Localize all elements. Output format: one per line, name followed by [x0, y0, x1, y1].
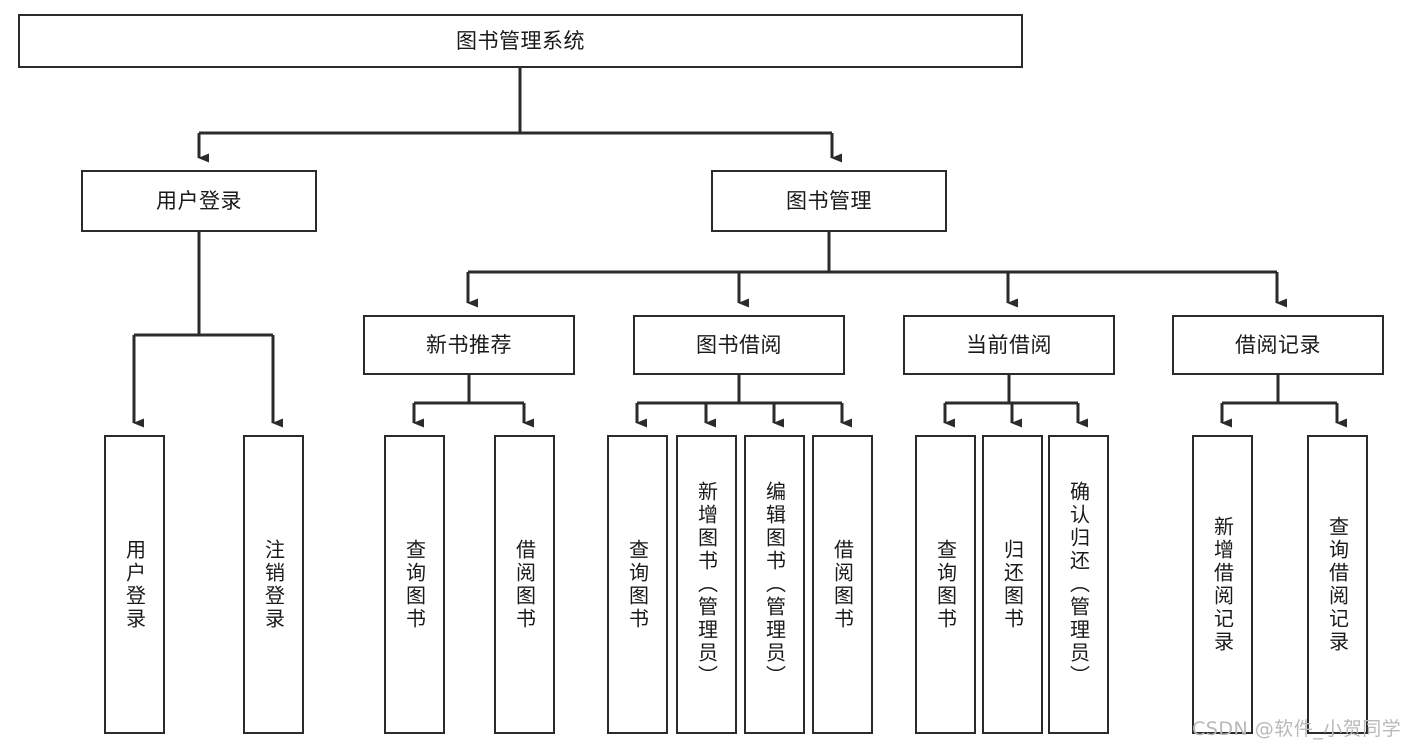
node-label: 借阅图书 — [830, 538, 855, 631]
leaf-user-login-signin[interactable]: 用户登录 — [104, 435, 165, 734]
node-borrow-record[interactable]: 借阅记录 — [1172, 315, 1384, 375]
node-label: 查询图书 — [625, 538, 650, 631]
node-current-borrow[interactable]: 当前借阅 — [903, 315, 1115, 375]
leaf-borrow-edit-book-admin[interactable]: 编辑图书（管理员） — [744, 435, 805, 734]
node-label: 当前借阅 — [966, 332, 1052, 357]
node-label: 图书管理系统 — [456, 28, 585, 53]
node-label: 注销登录 — [261, 538, 286, 631]
leaf-user-login-signout[interactable]: 注销登录 — [243, 435, 304, 734]
node-label: 用户登录 — [156, 188, 242, 213]
node-label: 编辑图书（管理员） — [762, 481, 787, 688]
leaf-borrow-borrow-book[interactable]: 借阅图书 — [812, 435, 873, 734]
node-root-system[interactable]: 图书管理系统 — [18, 14, 1023, 68]
leaf-borrow-add-book-admin[interactable]: 新增图书（管理员） — [676, 435, 737, 734]
node-label: 新增图书（管理员） — [694, 481, 719, 688]
node-label: 图书管理 — [786, 188, 872, 213]
leaf-current-return-book[interactable]: 归还图书 — [982, 435, 1043, 734]
node-label: 查询借阅记录 — [1325, 515, 1350, 654]
node-label: 查询图书 — [933, 538, 958, 631]
node-new-book-recommend[interactable]: 新书推荐 — [363, 315, 575, 375]
node-label: 用户登录 — [122, 538, 147, 631]
watermark-text: CSDN @软件_小贺同学 — [1192, 718, 1402, 740]
node-user-login[interactable]: 用户登录 — [81, 170, 317, 232]
node-label: 借阅图书 — [512, 538, 537, 631]
node-book-borrow[interactable]: 图书借阅 — [633, 315, 845, 375]
node-label: 新增借阅记录 — [1210, 515, 1235, 654]
node-label: 归还图书 — [1000, 538, 1025, 631]
leaf-record-add-record[interactable]: 新增借阅记录 — [1192, 435, 1253, 734]
node-label: 借阅记录 — [1235, 332, 1321, 357]
node-label: 确认归还（管理员） — [1066, 481, 1091, 688]
node-label: 新书推荐 — [426, 332, 512, 357]
leaf-recommend-query-book[interactable]: 查询图书 — [384, 435, 445, 734]
leaf-recommend-borrow-book[interactable]: 借阅图书 — [494, 435, 555, 734]
node-book-management[interactable]: 图书管理 — [711, 170, 947, 232]
node-label: 图书借阅 — [696, 332, 782, 357]
leaf-current-confirm-return-admin[interactable]: 确认归还（管理员） — [1048, 435, 1109, 734]
node-label: 查询图书 — [402, 538, 427, 631]
leaf-record-query-record[interactable]: 查询借阅记录 — [1307, 435, 1368, 734]
leaf-borrow-query-book[interactable]: 查询图书 — [607, 435, 668, 734]
leaf-current-query-book[interactable]: 查询图书 — [915, 435, 976, 734]
